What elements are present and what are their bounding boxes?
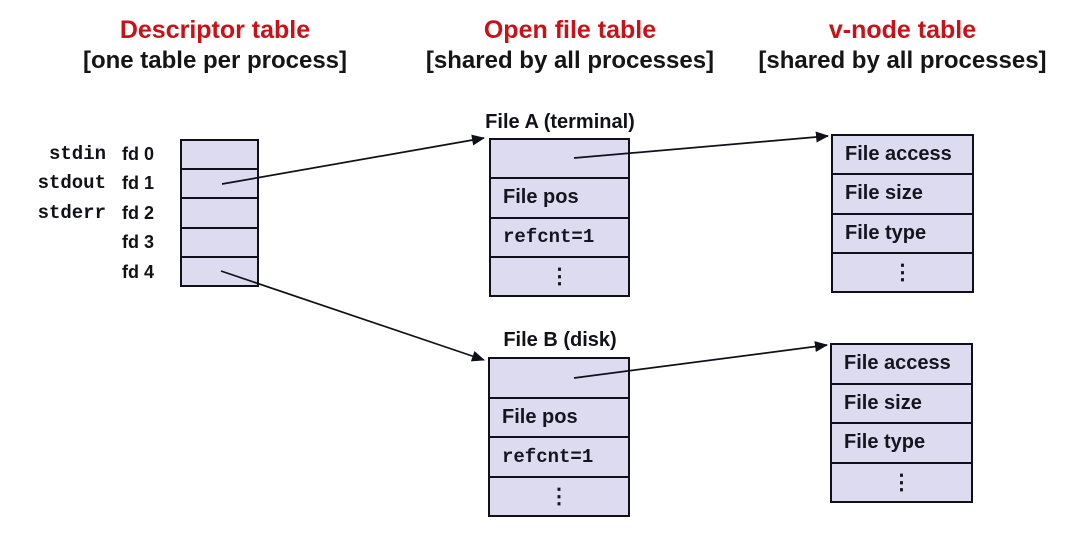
fd4-label: fd 4 bbox=[122, 261, 155, 282]
stderr-label: stderr bbox=[37, 202, 106, 224]
vnode-a-ellipsis-cell: ⋮ bbox=[892, 260, 913, 284]
file-a-title: File A (terminal) bbox=[485, 111, 635, 133]
vnode-b-size-cell: File size bbox=[832, 385, 971, 424]
descriptor-table bbox=[180, 139, 259, 287]
arrow-fd1-to-file-a bbox=[221, 134, 485, 185]
open-file-table-header: Open file table [shared by all processes… bbox=[420, 14, 720, 76]
file-b-ellipsis-cell: ⋮ bbox=[548, 484, 570, 508]
fd0-label: fd 0 bbox=[122, 143, 155, 164]
vnode-b-type-cell: File type bbox=[832, 424, 971, 464]
fd3-label-row: fd 3 bbox=[24, 227, 168, 257]
vnode-a-size-cell: File size bbox=[833, 175, 972, 215]
file-a-table: File pos refcnt=1 ⋮ bbox=[489, 138, 630, 297]
file-a-pointer-cell bbox=[491, 140, 628, 180]
open-file-table-title: Open file table bbox=[483, 16, 657, 44]
fd1-label: fd 1 bbox=[122, 172, 155, 193]
vnode-table-title: v-node table bbox=[828, 16, 977, 44]
descriptor-cell-fd4 bbox=[182, 258, 257, 285]
file-b-refcnt-cell: refcnt=1 bbox=[490, 438, 628, 478]
vnode-a-access-cell: File access bbox=[833, 136, 972, 176]
fd2-label: fd 2 bbox=[122, 202, 155, 223]
vnode-table-file-b: File access File size File type ⋮ bbox=[830, 343, 973, 503]
open-file-table-subtitle: [shared by all processes] bbox=[425, 47, 715, 74]
fd0-label-row: stdin fd 0 bbox=[24, 139, 168, 169]
fd1-label-row: stdout fd 1 bbox=[24, 168, 168, 198]
vnode-b-ellipsis-cell: ⋮ bbox=[891, 470, 912, 494]
vnode-table-file-a: File access File size File type ⋮ bbox=[831, 134, 974, 293]
file-b-title: File B (disk) bbox=[503, 329, 617, 351]
file-b-filepos-cell: File pos bbox=[490, 399, 628, 438]
fd4-label-row: fd 4 bbox=[24, 257, 168, 287]
stdout-label: stdout bbox=[37, 172, 106, 194]
descriptor-cell-fd2 bbox=[182, 199, 257, 229]
vnode-table-header: v-node table [shared by all processes] bbox=[745, 14, 1060, 76]
file-b-pointer-cell bbox=[490, 359, 628, 399]
descriptor-table-subtitle: [one table per process] bbox=[82, 47, 348, 74]
fd3-label: fd 3 bbox=[122, 231, 155, 252]
arrow-fd4-to-file-b bbox=[220, 270, 485, 362]
file-b-table: File pos refcnt=1 ⋮ bbox=[488, 357, 630, 517]
descriptor-table-header: Descriptor table [one table per process] bbox=[25, 14, 405, 76]
descriptor-cell-fd3 bbox=[182, 229, 257, 258]
vnode-table-subtitle: [shared by all processes] bbox=[758, 47, 1047, 74]
descriptor-table-title: Descriptor table bbox=[119, 16, 311, 44]
vnode-a-type-cell: File type bbox=[833, 215, 972, 254]
file-a-filepos-cell: File pos bbox=[491, 179, 628, 219]
stdin-label: stdin bbox=[48, 143, 106, 165]
file-a-ellipsis-cell: ⋮ bbox=[549, 264, 570, 288]
descriptor-cell-fd1 bbox=[182, 170, 257, 200]
fd2-label-row: stderr fd 2 bbox=[24, 198, 168, 228]
file-a-refcnt-cell: refcnt=1 bbox=[491, 219, 628, 258]
vnode-b-access-cell: File access bbox=[832, 345, 971, 385]
descriptor-cell-fd0 bbox=[182, 141, 257, 171]
